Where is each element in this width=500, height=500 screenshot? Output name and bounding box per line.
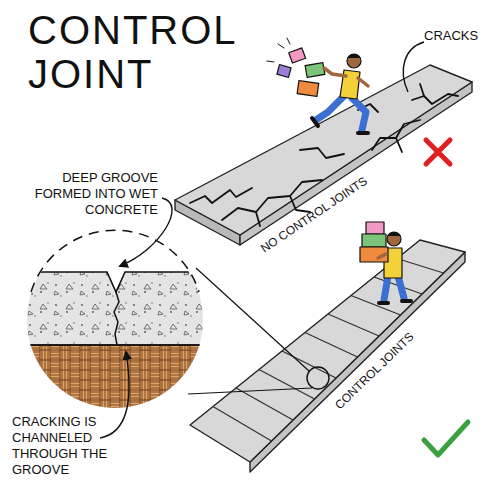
slab-caption-box: CONTROL JOINTS [332, 330, 417, 413]
leg [316, 96, 344, 120]
carried-box [362, 234, 386, 247]
section-detail [20, 272, 220, 415]
crack [372, 120, 420, 150]
control-joint [213, 407, 272, 442]
slab-surface [190, 240, 465, 462]
callout-label: CRACKS [424, 28, 478, 43]
arm [324, 68, 346, 76]
shoe [379, 301, 388, 305]
crack [300, 148, 344, 158]
control-joint [259, 370, 315, 400]
wrong-mark [426, 140, 450, 164]
flying-box [277, 65, 291, 78]
control-joint [351, 296, 401, 316]
crack [412, 94, 458, 104]
title: CONTROL JOINT [28, 8, 236, 96]
flying-box [305, 63, 325, 78]
crack [420, 84, 424, 96]
callout-label-box: DEEP GROOVE FORMED INTO WET CONCRETE [30, 170, 158, 218]
carried-box [366, 222, 384, 234]
callout-label-box: CRACKING IS CHANNELED THROUGH THE GROOVE [12, 414, 112, 478]
cracked-slab [175, 65, 472, 245]
leg [398, 276, 404, 298]
callout-label-box: CRACKS [424, 28, 494, 44]
section-base [20, 344, 210, 346]
head [387, 232, 401, 246]
crack [190, 188, 252, 203]
arm [378, 254, 386, 258]
carried-box [360, 247, 388, 262]
magnifier-line [196, 268, 309, 371]
tripping-person [267, 38, 368, 133]
slab-caption: NO CONTROL JOINTS [258, 174, 370, 256]
shoe [402, 299, 411, 303]
shoe [358, 131, 368, 135]
title-block: CONTROL JOINT [28, 8, 260, 96]
magnifier-line [188, 388, 312, 394]
concrete-section [20, 272, 210, 345]
jointed-slab [190, 240, 465, 472]
control-joint-lines [213, 259, 444, 442]
section-crack [114, 292, 119, 345]
subgrade [20, 345, 220, 415]
leg [352, 98, 366, 130]
magnifier-outline [31, 230, 199, 292]
crack [256, 212, 260, 226]
crack [396, 138, 402, 152]
control-joint [328, 314, 379, 336]
head [347, 54, 361, 68]
hair [347, 54, 361, 58]
slab-caption: CONTROL JOINTS [332, 330, 417, 412]
motion-marks [267, 38, 290, 62]
leader-arrow [100, 352, 129, 438]
shoe [312, 118, 318, 126]
hair [387, 232, 401, 236]
control-joint [397, 259, 444, 274]
magnifier-spot [307, 367, 329, 389]
leader-line [403, 42, 424, 92]
control-joint [236, 388, 293, 420]
slab-caption-box: NO CONTROL JOINTS [258, 174, 370, 257]
flying-box [297, 81, 319, 97]
control-joint [305, 333, 358, 358]
walking-person [360, 222, 411, 303]
callout-label: CRACKING IS CHANNELED THROUGH THE GROOVE [12, 414, 107, 477]
right-mark [424, 422, 468, 455]
flying-box [289, 48, 306, 63]
callout-label: DEEP GROOVE FORMED INTO WET CONCRETE [35, 170, 158, 217]
leg [384, 276, 388, 300]
arm [358, 78, 368, 86]
